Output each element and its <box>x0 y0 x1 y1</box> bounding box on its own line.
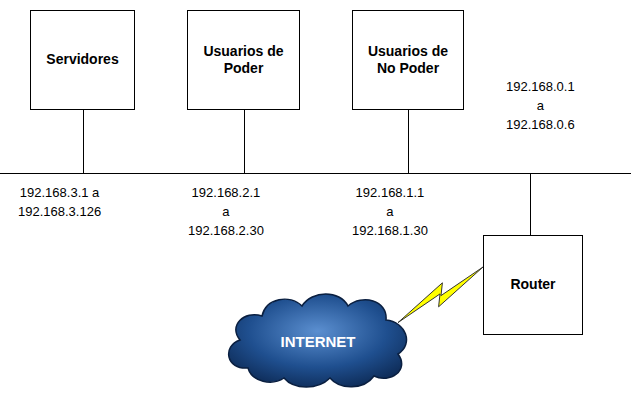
box-label: Usuarios de No Poder <box>353 39 463 82</box>
box-label: Router <box>506 272 559 298</box>
cloud-outline <box>229 294 407 387</box>
ip-range: 192.168.3.1 a 192.168.3.126 <box>16 184 103 222</box>
ip-range: 192.168.1.1 a 192.168.1.30 <box>350 184 430 241</box>
internet-cloud: INTERNET <box>218 280 418 392</box>
cloud-label: INTERNET <box>281 333 356 350</box>
network-box: Servidores <box>30 10 135 110</box>
box-label: Usuarios de Poder <box>188 39 299 82</box>
ip-range: 192.168.2.1 a 192.168.2.30 <box>186 184 266 241</box>
connector <box>84 110 531 235</box>
connector <box>398 267 483 323</box>
box-label: Servidores <box>42 47 122 73</box>
network-box: Router <box>483 235 583 335</box>
network-box: Usuarios de No Poder <box>352 10 464 110</box>
network-box: Usuarios de Poder <box>187 10 300 110</box>
ip-range: 192.168.0.1 a 192.168.0.6 <box>504 78 577 135</box>
